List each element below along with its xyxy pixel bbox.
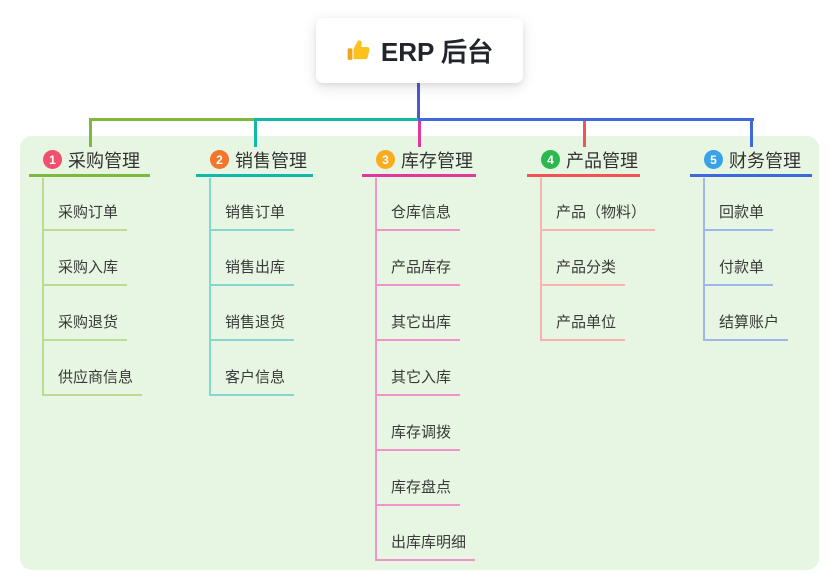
child-node[interactable]: 产品库存 bbox=[375, 251, 461, 286]
branch-number-badge: 4 bbox=[541, 150, 560, 169]
child-node[interactable]: 销售订单 bbox=[209, 196, 295, 231]
branch-trunk-line bbox=[703, 178, 705, 341]
child-label: 仓库信息 bbox=[391, 204, 452, 221]
branch-trunk-line bbox=[42, 178, 44, 396]
child-label: 客户信息 bbox=[225, 369, 286, 386]
branch: 5 财务管理 回款单付款单结算账户 bbox=[690, 145, 812, 341]
root-title: ERP 后台 bbox=[380, 37, 494, 67]
branch-drop-2 bbox=[254, 118, 257, 147]
child-label: 采购订单 bbox=[58, 204, 119, 221]
branch-connector-2 bbox=[255, 118, 421, 121]
child-node[interactable]: 其它入库 bbox=[375, 361, 461, 396]
branch-number-badge: 2 bbox=[210, 150, 229, 169]
branch-node[interactable]: 5 财务管理 bbox=[690, 145, 812, 177]
child-node[interactable]: 客户信息 bbox=[209, 361, 295, 396]
branch-connector-5 bbox=[418, 118, 754, 121]
branch-title: 采购管理 bbox=[68, 150, 140, 171]
child-label: 结算账户 bbox=[719, 314, 780, 331]
branch: 4 产品管理 产品（物料） 产品分类产品单位 bbox=[527, 145, 656, 341]
child-label: 其它出库 bbox=[391, 314, 452, 331]
branch-drop-5 bbox=[750, 118, 753, 147]
branch-title: 财务管理 bbox=[729, 150, 801, 171]
child-label: 出库库明细 bbox=[391, 534, 467, 551]
child-node[interactable]: 回款单 bbox=[703, 196, 774, 231]
child-node[interactable]: 采购入库 bbox=[42, 251, 128, 286]
thumbs-up-icon bbox=[346, 38, 372, 64]
child-node[interactable]: 销售出库 bbox=[209, 251, 295, 286]
child-label: 销售订单 bbox=[225, 204, 286, 221]
child-label: 库存盘点 bbox=[391, 479, 452, 496]
child-node[interactable]: 产品单位 bbox=[540, 306, 626, 341]
branch-title: 库存管理 bbox=[401, 150, 473, 171]
branch-number-badge: 3 bbox=[376, 150, 395, 169]
child-node[interactable]: 产品（物料） bbox=[540, 196, 656, 231]
child-node[interactable]: 产品分类 bbox=[540, 251, 626, 286]
child-node[interactable]: 库存盘点 bbox=[375, 471, 461, 506]
child-label: 供应商信息 bbox=[58, 369, 134, 386]
child-node[interactable]: 仓库信息 bbox=[375, 196, 461, 231]
child-node[interactable]: 结算账户 bbox=[703, 306, 789, 341]
child-label: 采购退货 bbox=[58, 314, 119, 331]
branch-number-badge: 1 bbox=[43, 150, 62, 169]
child-label: 产品分类 bbox=[556, 259, 617, 276]
child-label: 采购入库 bbox=[58, 259, 119, 276]
child-label: 产品库存 bbox=[391, 259, 452, 276]
branch-trunk-line bbox=[209, 178, 211, 396]
branch-drop-1 bbox=[89, 118, 92, 147]
child-label: 产品单位 bbox=[556, 314, 617, 331]
child-node[interactable]: 销售退货 bbox=[209, 306, 295, 341]
child-node[interactable]: 其它出库 bbox=[375, 306, 461, 341]
child-label: 销售出库 bbox=[225, 259, 286, 276]
child-label: 付款单 bbox=[719, 259, 765, 276]
branch-number-badge: 5 bbox=[704, 150, 723, 169]
child-node[interactable]: 付款单 bbox=[703, 251, 774, 286]
branch-node[interactable]: 1 采购管理 bbox=[29, 145, 150, 177]
root-connector-line bbox=[417, 83, 420, 119]
branch-title: 产品管理 bbox=[566, 150, 638, 171]
branch-title: 销售管理 bbox=[235, 150, 307, 171]
child-label: 其它入库 bbox=[391, 369, 452, 386]
branch-node[interactable]: 2 销售管理 bbox=[196, 145, 313, 177]
branch-trunk-line bbox=[375, 178, 377, 561]
child-node[interactable]: 出库库明细 bbox=[375, 526, 476, 561]
child-label: 回款单 bbox=[719, 204, 765, 221]
branch-drop-3 bbox=[418, 118, 421, 147]
child-node[interactable]: 采购订单 bbox=[42, 196, 128, 231]
child-label: 销售退货 bbox=[225, 314, 286, 331]
child-node[interactable]: 供应商信息 bbox=[42, 361, 143, 396]
branch-trunk-line bbox=[540, 178, 542, 341]
child-node[interactable]: 采购退货 bbox=[42, 306, 128, 341]
child-label: 库存调拨 bbox=[391, 424, 452, 441]
child-node[interactable]: 库存调拨 bbox=[375, 416, 461, 451]
panel-background bbox=[20, 136, 819, 570]
root-node[interactable]: ERP 后台 bbox=[316, 18, 523, 83]
branch: 2 销售管理 销售订单销售出库销售退货客户信息 bbox=[196, 145, 313, 396]
branch: 3 库存管理 仓库信息产品库存其它出库其它入库库存调拨库存盘点出库库明细 bbox=[362, 145, 476, 561]
branch-node[interactable]: 3 库存管理 bbox=[362, 145, 476, 177]
branch-node[interactable]: 4 产品管理 bbox=[527, 145, 640, 177]
branch-drop-4 bbox=[583, 118, 586, 147]
child-label: 产品（物料） bbox=[556, 204, 647, 221]
branch: 1 采购管理 采购订单采购入库采购退货供应商信息 bbox=[29, 145, 150, 396]
